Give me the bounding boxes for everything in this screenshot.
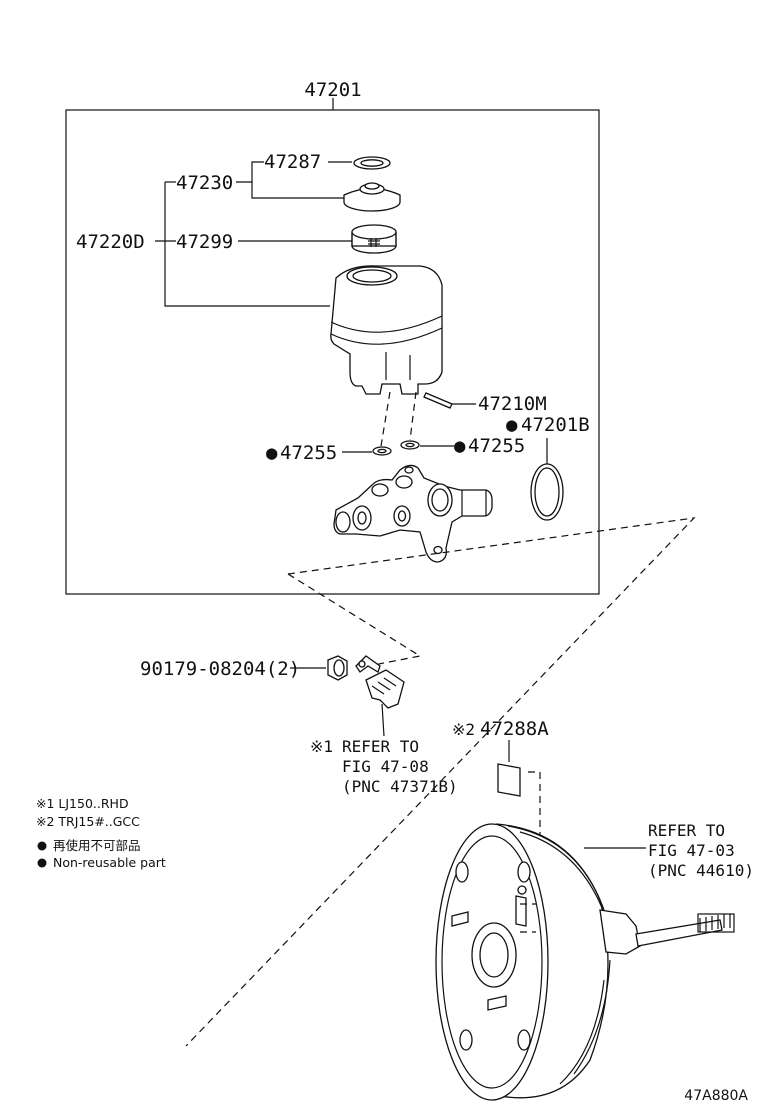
- refer2-line1[interactable]: REFER TO: [648, 821, 725, 840]
- legend-dot-icon: [37, 841, 47, 851]
- bolt-part: [327, 655, 348, 681]
- assembly-dashed-outline: [185, 517, 696, 1047]
- label-47288a[interactable]: 47288A: [480, 718, 549, 740]
- assembly-frame: [65, 109, 600, 595]
- legend-dot1: 再使用不可部品: [53, 838, 141, 853]
- label-47201b[interactable]: 47201B: [521, 414, 590, 436]
- strainer-part: [351, 224, 397, 254]
- pin-part: [423, 392, 453, 409]
- plate-part: [497, 763, 521, 797]
- master-cylinder-part: [333, 464, 493, 563]
- note1-marker: ※1: [310, 737, 333, 756]
- dot-marker-grommet-right: ●: [454, 435, 466, 457]
- oring-part: [530, 463, 564, 521]
- refer2-line2[interactable]: FIG 47-03: [648, 841, 735, 860]
- dot-marker-grommet-left: ●: [266, 442, 278, 464]
- figure-code: 47A880A: [684, 1088, 748, 1104]
- label-47201[interactable]: 47201: [304, 79, 361, 101]
- legend-dot-icon: [37, 858, 47, 868]
- filter-ring-part: [353, 156, 391, 170]
- legend-note2: ※2 TRJ15#..GCC: [36, 814, 140, 829]
- grommet-left-part: [372, 446, 392, 456]
- label-90179-08204[interactable]: 90179-08204(2): [140, 658, 300, 680]
- grommet-right-part: [400, 440, 420, 450]
- label-47220d[interactable]: 47220D: [76, 231, 145, 253]
- label-47299[interactable]: 47299: [176, 231, 233, 253]
- brake-booster-part: [435, 823, 735, 1101]
- reservoir-tank-part: [330, 265, 443, 395]
- reservoir-bracket: [164, 182, 330, 307]
- refer1-line3[interactable]: (PNC 47371B): [342, 777, 458, 796]
- sensor-bracket-part: [355, 655, 405, 737]
- reservoir-cap-part: [343, 182, 401, 212]
- dot-marker-oring: ●: [506, 414, 518, 436]
- note2-marker: ※2: [452, 720, 475, 739]
- legend-dot2: Non-reusable part: [53, 855, 166, 870]
- legend-note1: ※1 LJ150..RHD: [36, 796, 129, 811]
- label-47255-right[interactable]: 47255: [468, 435, 525, 457]
- label-47230[interactable]: 47230: [176, 172, 233, 194]
- refer1-line2[interactable]: FIG 47-08: [342, 757, 429, 776]
- label-47255-left[interactable]: 47255: [280, 442, 337, 464]
- label-47210m[interactable]: 47210M: [478, 393, 547, 415]
- refer2-line3[interactable]: (PNC 44610): [648, 861, 754, 880]
- label-47287[interactable]: 47287: [264, 151, 321, 173]
- cap-leader: [236, 181, 345, 199]
- refer1-line1[interactable]: REFER TO: [342, 737, 419, 756]
